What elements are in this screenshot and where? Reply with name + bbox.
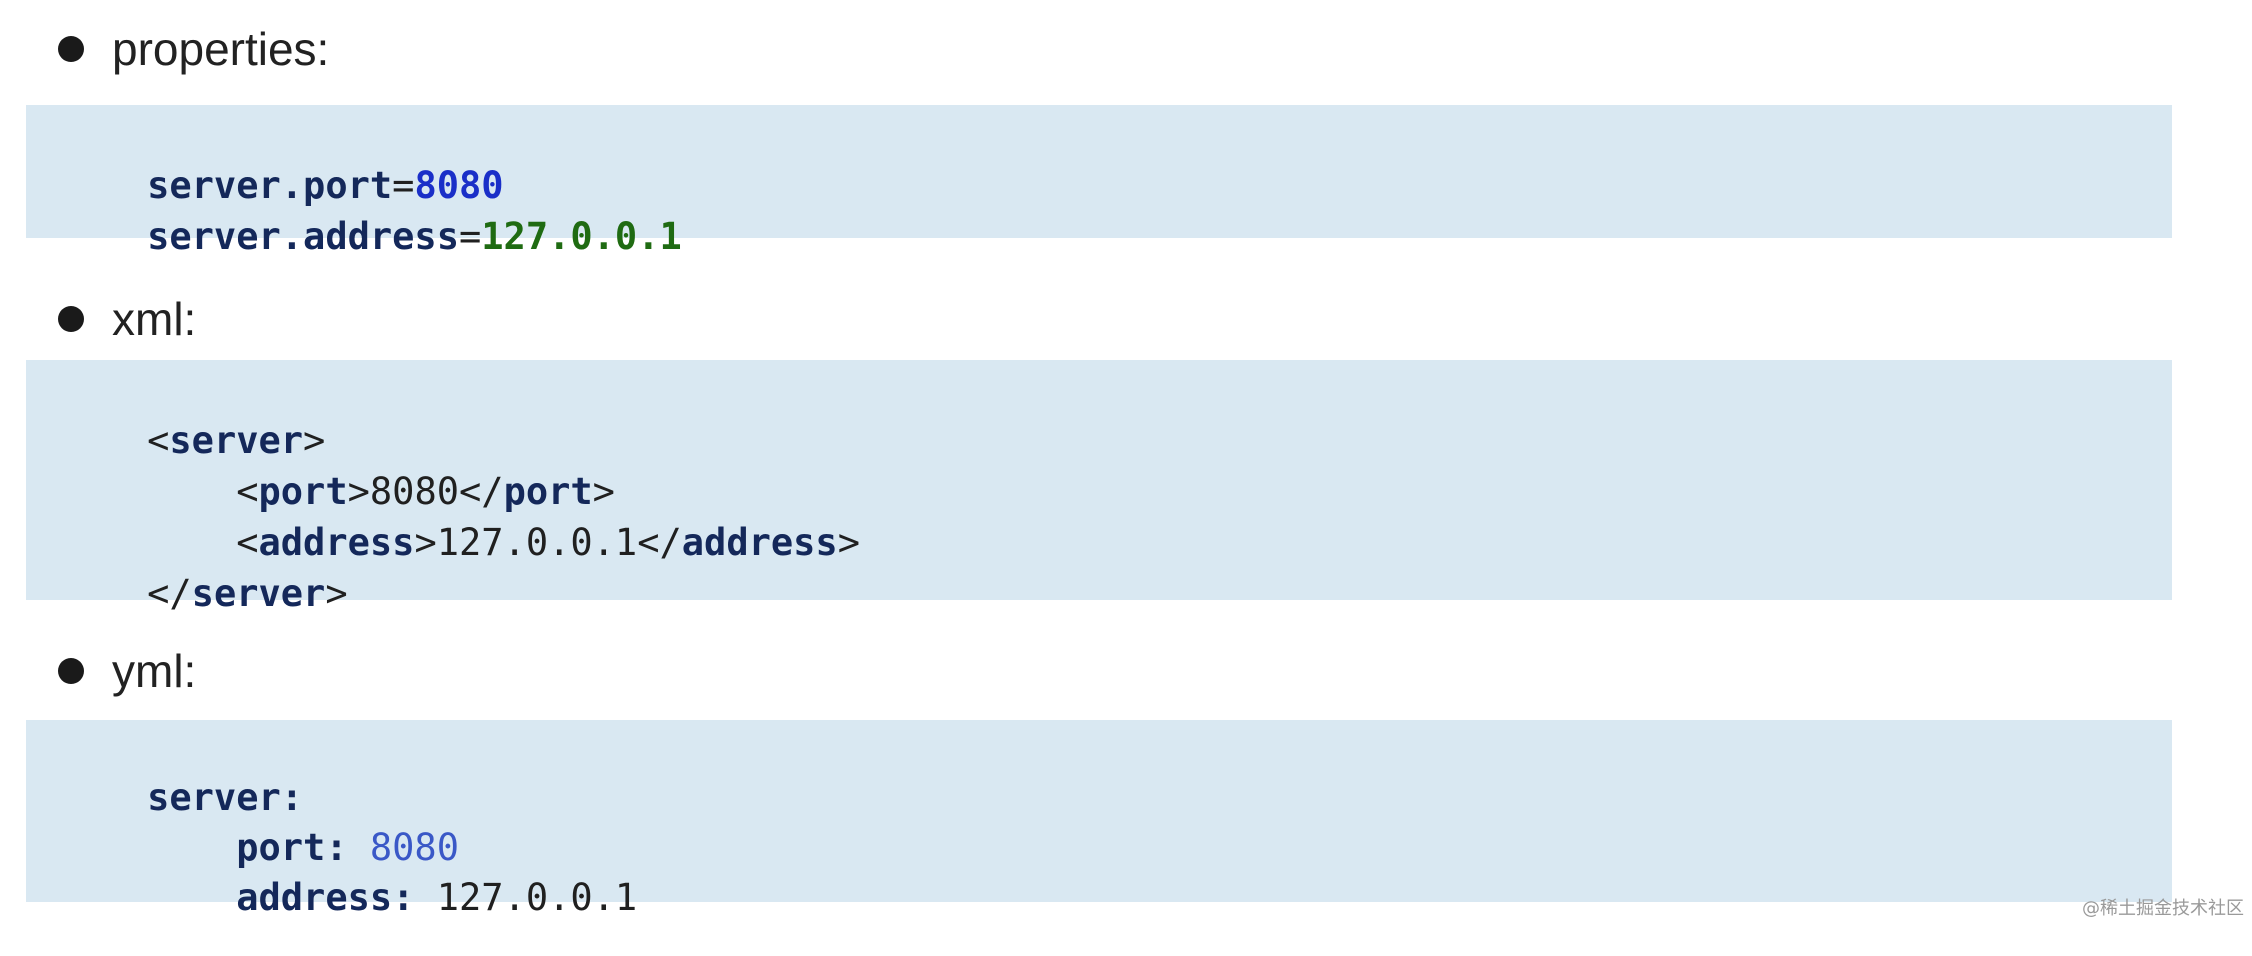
section-heading-label: properties: <box>112 23 330 75</box>
xml-tag: server <box>191 572 326 615</box>
yml-colon: : <box>280 776 304 819</box>
code-line: <address>127.0.0.1</address> <box>58 487 860 598</box>
watermark: @稀土掘金技术社区 <box>2082 898 2244 919</box>
property-value: 127.0.0.1 <box>481 215 682 258</box>
section-heading-label: yml: <box>112 645 197 697</box>
property-value: 8080 <box>414 164 504 207</box>
code-line: address: 127.0.0.1 <box>58 842 637 953</box>
code-block-xml: <server> <port>8080</port> <address>127.… <box>26 360 2172 612</box>
property-key: server.address <box>147 215 459 258</box>
xml-tag: port <box>503 470 593 513</box>
code-line: port: 8080 <box>58 792 459 903</box>
section-heading-label: xml: <box>112 293 197 345</box>
code-line: <port>8080</port> <box>58 436 615 547</box>
code-block-properties: server.port=8080 server.address=127.0.0.… <box>26 105 2172 255</box>
property-key: server.port <box>147 164 393 207</box>
yml-key: address <box>236 876 393 919</box>
tag-bracket: </ <box>459 470 504 513</box>
xml-tag: address <box>681 521 838 564</box>
code-line: server: <box>58 742 303 853</box>
xml-text: 8080 <box>369 470 459 513</box>
xml-tag: server <box>169 419 304 462</box>
tag-bracket: > <box>303 419 326 462</box>
code-line: server.address=127.0.0.1 <box>58 181 682 292</box>
tag-bracket: </ <box>147 572 192 615</box>
xml-tag: port <box>258 470 348 513</box>
tag-bracket: > <box>325 572 348 615</box>
equals-sign: = <box>392 164 415 207</box>
bullet-icon <box>58 306 84 332</box>
section-heading-properties: properties: <box>58 26 329 72</box>
tag-bracket: > <box>347 470 370 513</box>
equals-sign: = <box>458 215 482 258</box>
xml-text: 127.0.0.1 <box>436 521 638 564</box>
yml-value: 8080 <box>347 826 459 869</box>
yml-value: 127.0.0.1 <box>414 876 638 919</box>
yml-colon: : <box>325 826 348 869</box>
indent <box>147 876 236 919</box>
yml-key: server <box>147 776 281 819</box>
tag-bracket: < <box>236 470 259 513</box>
tag-bracket: > <box>837 521 860 564</box>
tag-bracket: < <box>147 419 170 462</box>
yml-key: port <box>236 826 326 869</box>
bullet-icon <box>58 36 84 62</box>
section-heading-xml: xml: <box>58 296 196 342</box>
tag-bracket: </ <box>637 521 682 564</box>
xml-tag: address <box>258 521 415 564</box>
yml-colon: : <box>392 876 415 919</box>
bullet-icon <box>58 658 84 684</box>
code-line: server.port=8080 <box>58 130 504 241</box>
tag-bracket: > <box>592 470 615 513</box>
code-line: <server> <box>58 385 325 496</box>
section-heading-yml: yml: <box>58 648 196 694</box>
code-line: </server> <box>58 538 348 649</box>
code-block-yml: server: port: 8080 address: 127.0.0.1 <box>26 720 2172 916</box>
tag-bracket: < <box>236 521 259 564</box>
tag-bracket: > <box>414 521 437 564</box>
